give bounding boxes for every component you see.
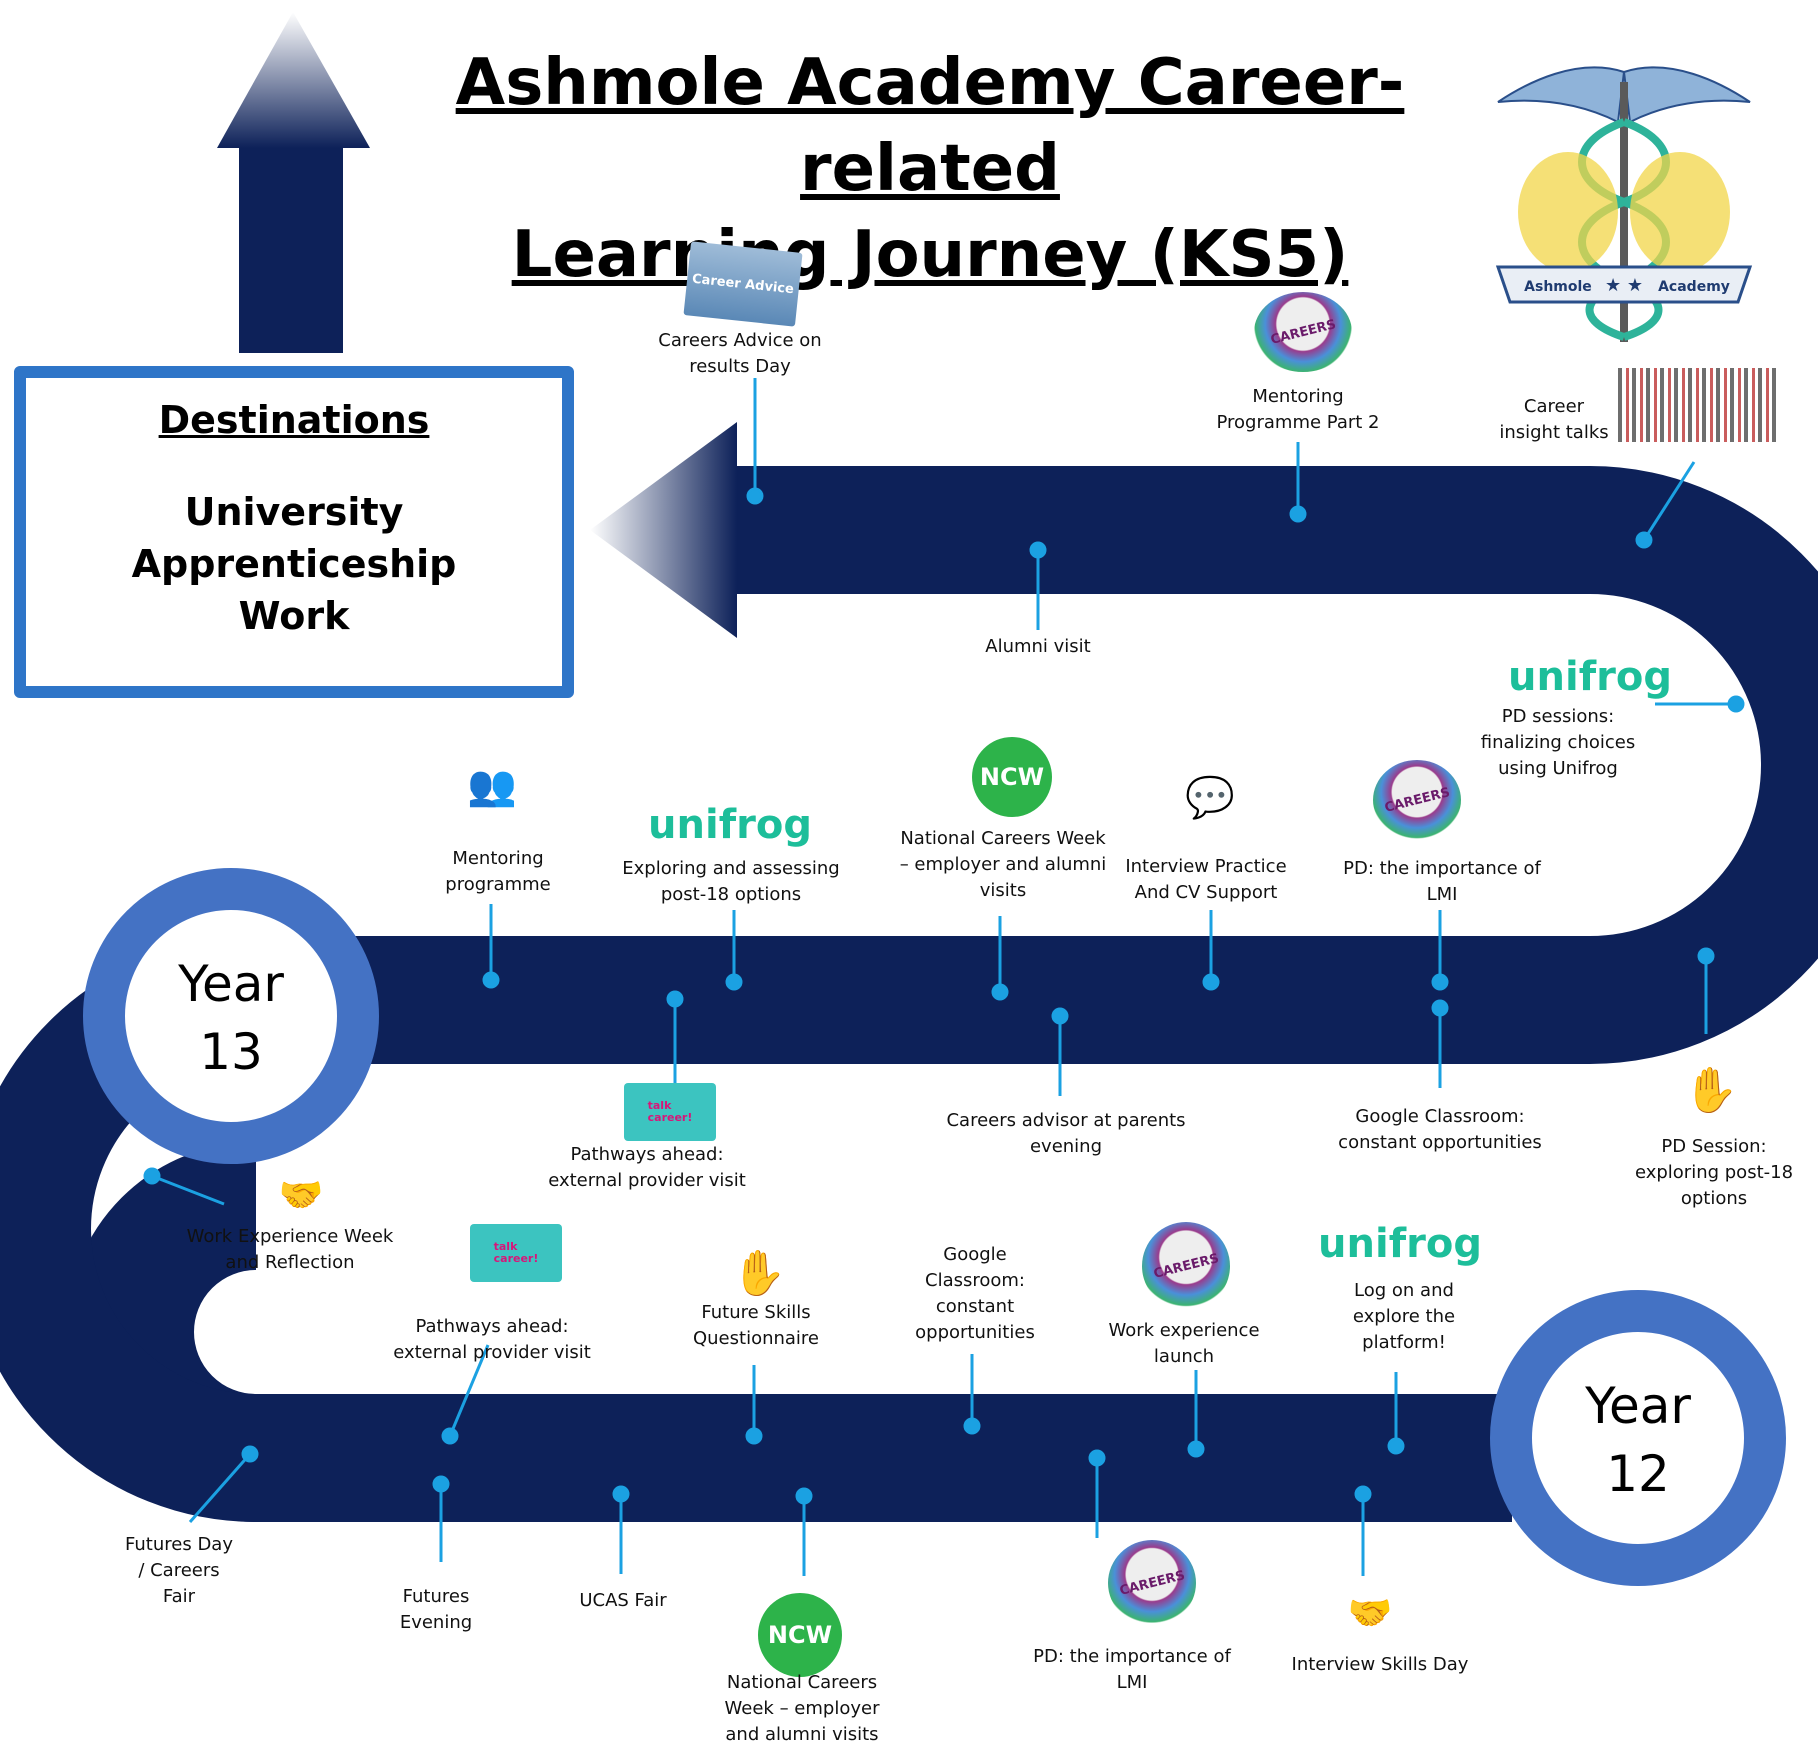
- destination-university: University: [184, 490, 404, 534]
- unifrog-logo-icon: unifrog: [1508, 654, 1672, 700]
- label-google-year13: Google Classroom:constant opportunities: [1338, 1106, 1542, 1153]
- pin: [612, 1485, 630, 1503]
- careers-circle-icon: CAREERS: [1108, 1540, 1196, 1626]
- label-pathways-year12: Pathways ahead:external provider visit: [393, 1316, 591, 1363]
- label-interview-skills: Interview Skills Day: [1291, 1654, 1469, 1675]
- career-advice-sign-icon: Career Advice: [683, 241, 803, 327]
- up-arrow-shaft: [239, 145, 343, 353]
- pin: [963, 1417, 981, 1435]
- pin: [441, 1427, 459, 1445]
- careers-circle-icon: CAREERS: [1373, 760, 1461, 840]
- page-title: Ashmole Academy Career-related Learning …: [360, 40, 1500, 298]
- title-line-2: Learning Journey (KS5): [511, 218, 1349, 292]
- mentoring-people-icon: 👥: [467, 762, 517, 809]
- pin: [795, 1487, 813, 1505]
- pin: [1354, 1485, 1372, 1503]
- label-ncw-year13: National Careers Week– employer and alum…: [899, 828, 1107, 901]
- careers-circle-icon: CAREERS: [1254, 292, 1352, 372]
- pin: [432, 1475, 450, 1493]
- pin: [1727, 695, 1745, 713]
- pin: [745, 1427, 763, 1445]
- pin: [1289, 505, 1307, 523]
- pin: [1431, 973, 1449, 991]
- logo-text-left: Ashmole: [1524, 279, 1592, 295]
- pin: [1187, 1440, 1205, 1458]
- year13-ring: [83, 868, 379, 1164]
- pin: [1029, 541, 1047, 559]
- handshake-icon: 🤝: [278, 1175, 324, 1216]
- handshake-icon: 🤝: [1347, 1593, 1393, 1634]
- title-line-1: Ashmole Academy Career-related: [455, 46, 1405, 206]
- pin: [1051, 1007, 1069, 1025]
- pin: [1431, 999, 1449, 1017]
- ncw-logo-icon: NCW: [972, 737, 1052, 817]
- hands-icon: ✋: [731, 1248, 787, 1299]
- ncw-logo-icon: NCW: [758, 1593, 842, 1677]
- destination-apprenticeship: Apprenticeship: [131, 542, 457, 586]
- careers-circle-icon: CAREERS: [1142, 1222, 1230, 1310]
- destinations-heading: Destinations: [158, 398, 430, 442]
- pin: [143, 1167, 161, 1185]
- unifrog-logo-icon: unifrog: [1318, 1221, 1482, 1267]
- pin: [1635, 531, 1653, 549]
- destinations-box: Destinations University Apprenticeship W…: [14, 366, 574, 698]
- interview-table-icon: 💬: [1185, 774, 1235, 821]
- pin: [991, 983, 1009, 1001]
- pin: [1697, 947, 1715, 965]
- pin: [725, 973, 743, 991]
- label-ucas-fair: UCAS Fair: [579, 1590, 667, 1611]
- destination-arrow-head: [590, 422, 737, 638]
- label-pathways-year13: Pathways ahead:external provider visit: [548, 1144, 746, 1191]
- pin: [666, 990, 684, 1008]
- label-alumni-visit: Alumni visit: [985, 636, 1091, 657]
- svg-text:★ ★: ★ ★: [1605, 275, 1643, 296]
- up-arrow-head: [217, 12, 370, 148]
- year13-label: Year 13: [178, 955, 284, 1081]
- logo-text-right: Academy: [1658, 279, 1730, 295]
- hands-icon: ✋: [1683, 1065, 1739, 1116]
- pin: [241, 1445, 259, 1463]
- pin: [1202, 973, 1220, 991]
- pin: [482, 971, 500, 989]
- pin: [1088, 1449, 1106, 1467]
- milestone-pins: [143, 378, 1745, 1576]
- destination-work: Work: [238, 594, 350, 638]
- pin: [1387, 1437, 1405, 1455]
- year12-ring: [1490, 1290, 1786, 1586]
- unifrog-logo-icon: unifrog: [648, 802, 812, 848]
- pin: [746, 487, 764, 505]
- year12-label: Year 12: [1585, 1377, 1691, 1503]
- crowd-people-icon: [1618, 368, 1778, 442]
- road-year13-segment: [256, 466, 1818, 1064]
- academy-logo: Ashmole Academy ★ ★: [1495, 66, 1753, 342]
